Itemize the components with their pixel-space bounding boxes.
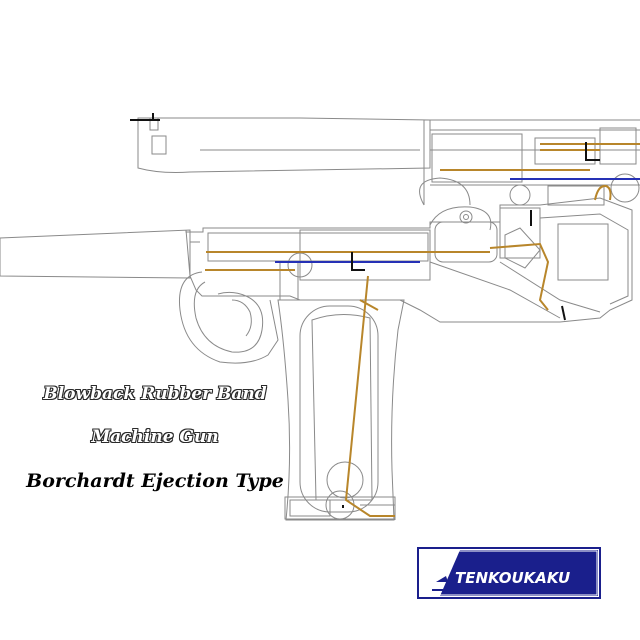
logo-text: TENKOUKAKU xyxy=(455,569,571,587)
top-barrel xyxy=(137,117,431,173)
main-mechanism-line xyxy=(205,251,490,271)
grip xyxy=(277,299,405,521)
magazine xyxy=(311,314,373,501)
takedown-pin xyxy=(459,210,473,224)
caption-line-1: Blowback Rubber Band xyxy=(43,384,267,404)
top-mechanism-line xyxy=(440,143,640,171)
caption-line-3: Borchardt Ejection Type xyxy=(26,470,284,492)
spring-mechanism xyxy=(205,143,640,517)
barrel xyxy=(0,229,191,279)
trigger xyxy=(231,299,252,337)
rubber-band xyxy=(275,178,640,263)
logo-mark-icon xyxy=(436,576,448,582)
receiver xyxy=(185,197,633,323)
top-gun-view xyxy=(137,117,640,206)
trigger-guard xyxy=(178,271,279,364)
main-gun-view xyxy=(0,197,633,521)
mainspring xyxy=(344,275,395,517)
logo xyxy=(417,547,601,599)
top-trigger-guard xyxy=(419,177,471,206)
caption-line-2: Machine Gun xyxy=(91,427,219,447)
detail-marks xyxy=(130,113,600,508)
top-receiver xyxy=(423,119,640,205)
